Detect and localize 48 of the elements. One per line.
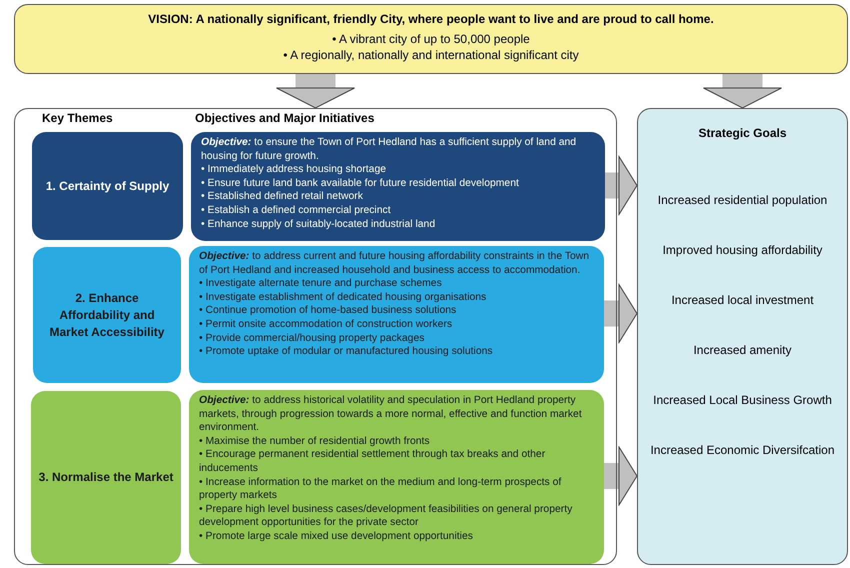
objective-box	[189, 390, 604, 564]
column-heading: Key Themes	[42, 111, 113, 125]
theme-title: 2. Enhance Affordability and Market Accessibility	[48, 290, 166, 340]
objective-box	[191, 132, 605, 241]
goals-panel	[637, 108, 848, 565]
goal-item: Increased residential population	[656, 193, 828, 207]
vision-statement: VISION: A nationally significant, friendly City, where people want to live and are proud to call home.	[147, 12, 715, 26]
goal-item: Improved housing affordability	[662, 243, 824, 257]
bullet-item: • Ensure future land bank available for future residential development	[201, 176, 520, 190]
bullet-item: • Promote uptake of modular or manufactured housing solutions	[199, 345, 494, 359]
block-arrow	[603, 446, 638, 506]
goal-item: Increased amenity	[692, 343, 793, 357]
themes-panel	[14, 108, 617, 565]
block-arrow	[276, 74, 355, 108]
bullet-item: • Prepare high level business cases/development feasibilities on general property development opportunities for the private sector	[199, 502, 574, 530]
objective-text: Objective: to ensure the Town of Port Hedland has a sufficient supply of land and housing for future growth.	[201, 136, 578, 164]
bullet-item: • A regionally, nationally and international significant city	[282, 47, 580, 63]
goal-item: Increased local investment	[670, 293, 815, 307]
theme-box	[31, 391, 181, 564]
bullet-item: • Encourage permanent residential settlement through tax breaks and other inducements	[199, 448, 546, 476]
bullet-item: • Investigate establishment of dedicated housing organisations	[199, 290, 488, 304]
bullet-item: • Promote large scale mixed use development opportunities	[199, 530, 474, 544]
bullet-item: • Investigate alternate tenure and purchase schemes	[199, 277, 443, 291]
bullet-item: • Increase information to the market on the medium and long-term prospects of property markets	[199, 476, 562, 503]
bullet-item: • Established defined retail network	[201, 190, 364, 204]
theme-title: 1. Certainty of Supply	[46, 178, 170, 194]
bullet-item: • Maximise the number of residential growth fronts	[199, 434, 431, 448]
block-arrow	[703, 74, 782, 108]
objective-box	[189, 246, 604, 383]
bullet-item: • Establish a defined commercial precinct	[201, 204, 392, 218]
block-arrow	[604, 156, 638, 215]
bullet-item: • Enhance supply of suitably-located industrial land	[201, 218, 436, 232]
theme-title: 3. Normalise the Market	[38, 469, 174, 486]
bullet-item: • Provide commercial/housing property packages	[199, 332, 426, 346]
bullet-item: • A vibrant city of up to 50,000 people	[331, 31, 531, 47]
goal-item: Increased Local Business Growth	[652, 393, 833, 407]
theme-box	[32, 132, 183, 240]
bullet-item: • Permit onsite accommodation of construction workers	[199, 318, 454, 332]
goal-item: Increased Economic Diversifcation	[649, 443, 836, 457]
vision-box	[14, 4, 848, 74]
column-heading: Objectives and Major Initiatives	[195, 111, 374, 125]
bullet-item: • Continue promotion of home-based business solutions	[199, 304, 458, 318]
bullet-item: • Immediately address housing shortage	[201, 163, 387, 177]
panel-heading: Strategic Goals	[697, 126, 788, 140]
theme-box	[33, 247, 181, 383]
block-arrow	[603, 284, 638, 343]
objective-text: Objective: to address current and future housing affordability constraints in the Town of Port Hedland and increased household and business access to accommodation.	[199, 250, 590, 278]
objective-text: Objective: to address historical volatility and speculation in Port Hedland property markets, through progression towards a more normal, effective and function market environment.	[199, 394, 583, 435]
